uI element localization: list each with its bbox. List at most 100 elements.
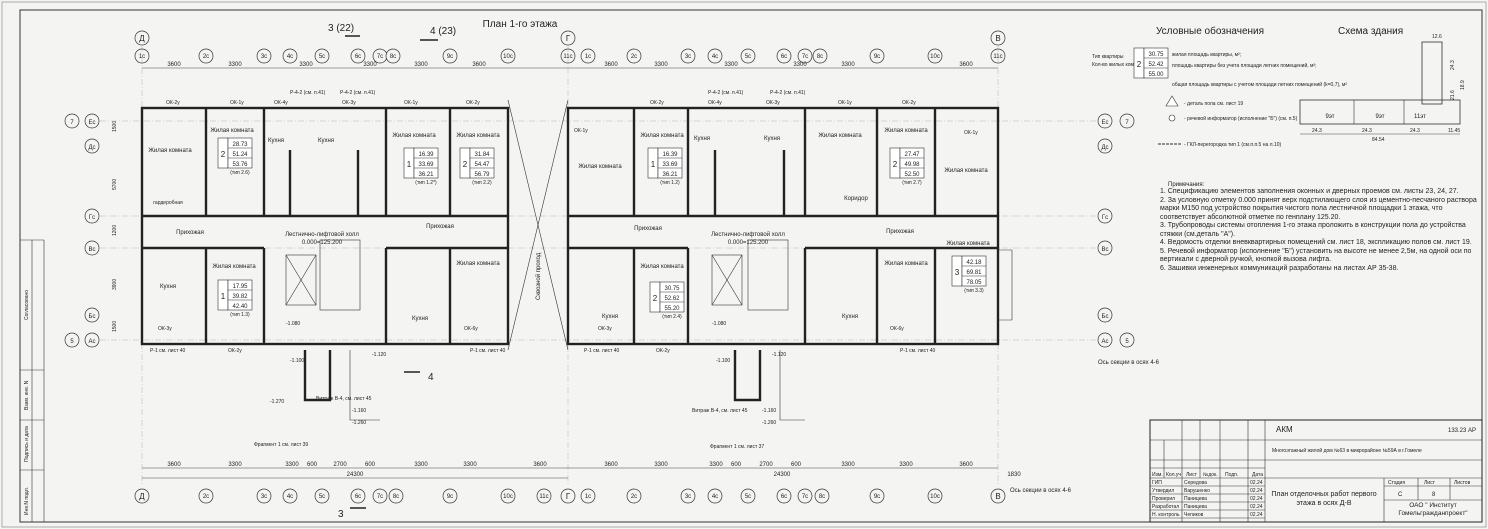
svg-text:6с: 6с: [355, 494, 361, 500]
svg-text:9с: 9с: [874, 54, 880, 60]
svg-text:8с: 8с: [393, 494, 399, 500]
svg-text:площадь квартиры без учета пло: площадь квартиры без учета площади летни…: [1172, 62, 1317, 69]
svg-text:69.81: 69.81: [966, 270, 982, 276]
svg-text:33.69: 33.69: [418, 162, 434, 168]
apartment-tag: 1 16.39 33.69 36.21 (тип 1.2): [647, 147, 683, 186]
svg-text:3300: 3300: [841, 62, 855, 68]
top-dimensions: 3600 3300 3300 3300 3300 3600 3600 3300 …: [142, 62, 998, 69]
left-margin-strip: Согласовано Взам. инв. N Подпись и дата …: [20, 239, 45, 522]
svg-text:Проверил: Проверил: [1152, 496, 1175, 502]
svg-text:ОК-3у: ОК-3у: [158, 326, 172, 332]
svg-text:3300: 3300: [228, 62, 242, 68]
svg-text:Варушенко: Варушенко: [1184, 488, 1210, 494]
svg-text:Ас: Ас: [1101, 339, 1108, 345]
svg-text:ОК-2у: ОК-2у: [656, 348, 670, 354]
axis-letters-top: Д Г В Д Г В: [134, 30, 1006, 504]
level-mark: 0.000=125.200: [728, 240, 769, 246]
svg-text:Г: Г: [566, 492, 571, 501]
svg-text:52.62: 52.62: [664, 296, 680, 302]
svg-text:3300: 3300: [724, 62, 738, 68]
svg-text:Кол-во жилых комнат: Кол-во жилых комнат: [1092, 62, 1142, 68]
svg-text:3300: 3300: [654, 462, 668, 468]
svg-text:ОК-2у: ОК-2у: [902, 100, 916, 106]
svg-text:31.84: 31.84: [474, 152, 490, 158]
svg-text:жилая площадь квартиры, м²;: жилая площадь квартиры, м²;: [1172, 52, 1241, 58]
svg-text:3600: 3600: [167, 62, 181, 68]
svg-text:3300: 3300: [414, 462, 428, 468]
svg-text:2с: 2с: [631, 494, 637, 500]
svg-text:(тип 1.2): (тип 1.2): [660, 180, 680, 186]
svg-text:-1.100: -1.100: [716, 358, 730, 364]
svg-text:3с: 3с: [685, 494, 691, 500]
svg-text:Разработал: Разработал: [1152, 504, 1179, 510]
svg-text:-1.080: -1.080: [286, 321, 300, 327]
svg-text:4с: 4с: [287, 54, 293, 60]
notes-title: Примечания:: [1168, 182, 1205, 188]
svg-text:54.47: 54.47: [474, 162, 490, 168]
left-section-walls: [140, 106, 510, 421]
informer-icon: [1168, 114, 1176, 122]
room-labels-left: Жилая комната Жилая комната Кухня Кухня …: [148, 128, 500, 322]
svg-text:3600: 3600: [472, 62, 486, 68]
svg-text:2с: 2с: [203, 54, 209, 60]
side-axes-left: 7 Ес Дс Гс Вс Бс 5 Ас 1500 5700 1200 390…: [64, 113, 118, 348]
section-axis-note: Ось секции в осях 4-6: [1010, 488, 1072, 494]
svg-text:49.98: 49.98: [904, 162, 920, 168]
svg-text:55.00: 55.00: [1148, 72, 1164, 78]
svg-text:600: 600: [307, 462, 318, 468]
svg-text:(тип 1.2*): (тип 1.2*): [415, 180, 437, 186]
scheme-title: Схема здания: [1338, 26, 1403, 37]
svg-text:Утвердил: Утвердил: [1152, 488, 1174, 494]
svg-text:ОК-6у: ОК-6у: [464, 326, 478, 332]
note-item: 2. За условную отметку 0.000 принят верх…: [1160, 196, 1477, 221]
svg-text:Витраж В-4, см. лист 45: Витраж В-4, см. лист 45: [692, 408, 748, 414]
svg-text:Гс: Гс: [1102, 215, 1108, 221]
svg-text:ОК-6у: ОК-6у: [890, 326, 904, 332]
svg-text:3с: 3с: [261, 54, 267, 60]
svg-text:42.18: 42.18: [966, 260, 982, 266]
svg-text:-1.260: -1.260: [762, 420, 776, 426]
svg-text:4с: 4с: [712, 54, 718, 60]
svg-text:-1.120: -1.120: [372, 352, 386, 358]
svg-text:-1.160: -1.160: [352, 408, 366, 414]
svg-text:3300: 3300: [841, 462, 855, 468]
room-label: Кухня: [268, 138, 284, 144]
apartment-tag: 1 17.95 39.82 42.40 (тип 1.3): [217, 279, 253, 318]
svg-text:5с: 5с: [745, 494, 751, 500]
svg-text:Витраж В-4, см. лист 45: Витраж В-4, см. лист 45: [316, 396, 372, 402]
svg-text:9эт: 9эт: [1375, 114, 1384, 120]
room-label: Жилая комната: [944, 168, 988, 174]
bottom-dimensions: 3600 3300 3300 600 2700 600 3300 3300 36…: [142, 360, 1160, 494]
svg-text:11.45: 11.45: [1448, 128, 1460, 134]
room-label: Жилая комната: [640, 133, 684, 139]
margin-label: Согласовано: [24, 290, 30, 320]
svg-text:С: С: [1398, 492, 1403, 498]
room-label: Жилая комната: [884, 128, 928, 134]
svg-text:-1.100: -1.100: [290, 358, 304, 364]
svg-text:18.9: 18.9: [1460, 80, 1466, 90]
svg-text:3600: 3600: [959, 62, 973, 68]
svg-text:30.75: 30.75: [664, 286, 680, 292]
room-label: Кухня: [160, 284, 176, 290]
svg-text:33.69: 33.69: [662, 162, 678, 168]
svg-text:1: 1: [651, 160, 656, 169]
svg-text:1500: 1500: [112, 121, 118, 132]
svg-text:ОК-2у: ОК-2у: [466, 100, 480, 106]
svg-text:Ас: Ас: [88, 339, 95, 345]
room-label: Прихожая: [634, 226, 662, 232]
svg-text:8с: 8с: [817, 54, 823, 60]
svg-text:ГИП: ГИП: [1152, 480, 1162, 486]
room-label: Кухня: [602, 314, 618, 320]
section-mark: 3 (22): [328, 23, 354, 34]
svg-text:3600: 3600: [533, 462, 547, 468]
svg-text:02.24: 02.24: [1250, 496, 1263, 502]
svg-text:Вс: Вс: [1101, 247, 1108, 253]
room-label: Жилая комната: [818, 133, 862, 139]
svg-text:600: 600: [365, 462, 376, 468]
svg-text:2: 2: [653, 294, 658, 303]
svg-text:Лист: Лист: [1186, 472, 1198, 478]
svg-text:27.47: 27.47: [904, 152, 920, 158]
apartment-tags: 2 28.73 51.24 53.76 (тип 2.6) 1 16.39 33…: [217, 137, 987, 320]
svg-text:- деталь пола см. лист 19: - деталь пола см. лист 19: [1184, 101, 1243, 107]
